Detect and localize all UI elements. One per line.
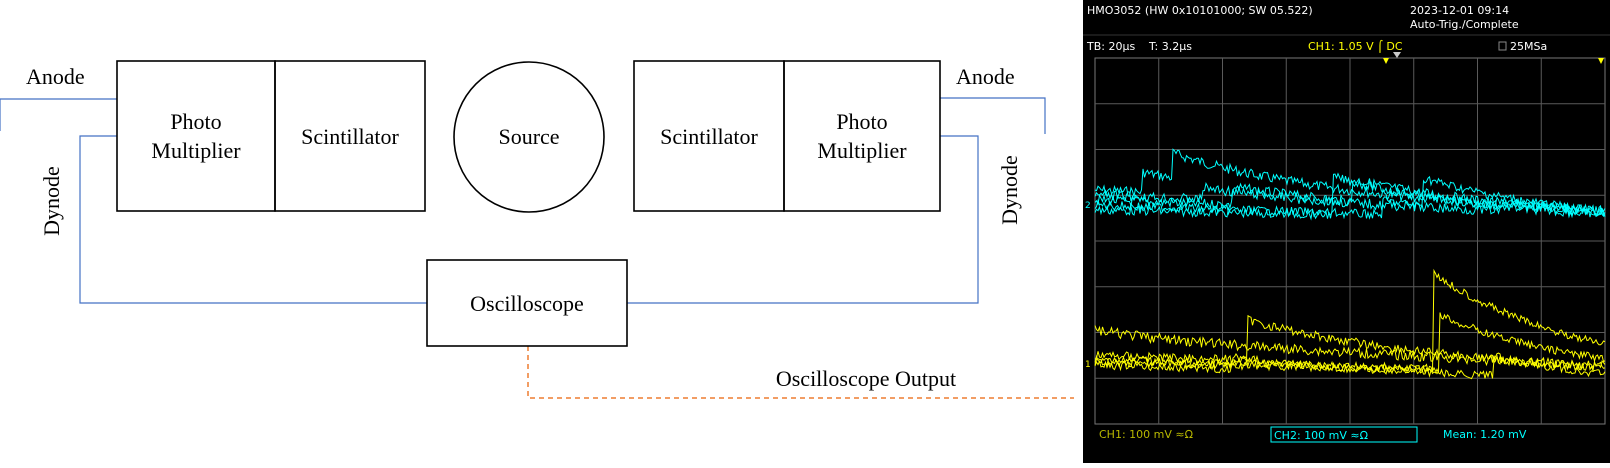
- left-photomultiplier-label-line1: Photo: [170, 109, 221, 134]
- ch2-scale-box: [1270, 426, 1418, 443]
- trigger-marker-right: [1598, 58, 1604, 64]
- oscilloscope-label: Oscilloscope: [470, 291, 584, 316]
- ch2-level-marker: 2: [1085, 201, 1091, 211]
- left-photomultiplier-label-line2: Multiplier: [151, 138, 241, 163]
- ch1-trace-d: [1094, 312, 1606, 375]
- right-dynode-wire: [627, 135, 979, 304]
- ch1-level-marker: 1: [1085, 360, 1091, 370]
- left-dynode-label: Dynode: [39, 166, 64, 236]
- right-anode-wire: [940, 97, 1046, 134]
- source-label: Source: [498, 124, 559, 149]
- right-scintillator-label: Scintillator: [660, 124, 758, 149]
- oscilloscope-box: [426, 259, 628, 347]
- source-circle: [453, 61, 605, 213]
- left-detector: [116, 60, 426, 212]
- left-dynode-wire: [79, 135, 427, 304]
- left-scintillator-label: Scintillator: [301, 124, 399, 149]
- mean-measurement-readout: Mean: 1.20 mV: [1443, 428, 1527, 441]
- scope-datetime-text: 2023-12-01 09:14: [1410, 4, 1509, 17]
- left-anode-wire: [0, 98, 117, 131]
- right-photomultiplier-label-line2: Multiplier: [817, 138, 907, 163]
- trigger-time-marker: [1393, 52, 1401, 58]
- oscilloscope-screenshot: HMO3052 (HW 0x10101000; SW 05.522) 2023-…: [1083, 0, 1610, 463]
- left-photomultiplier-box: [116, 60, 276, 212]
- waveform-traces: [1094, 148, 1606, 380]
- experimental-setup-diagram: Anode Anode Dynode Dynode Photo Multipli…: [0, 60, 1074, 399]
- ch1-trace-b: [1094, 314, 1606, 371]
- oscilloscope-display: HMO3052 (HW 0x10101000; SW 05.522) 2023-…: [1083, 0, 1610, 463]
- sample-rate-readout: 25MSa: [1510, 40, 1547, 53]
- right-photomultiplier-box: [783, 60, 941, 212]
- scope-status-text: Auto-Trig./Complete: [1410, 18, 1519, 31]
- ch1-trace-a: [1094, 325, 1606, 373]
- signal-wires: [0, 97, 1046, 304]
- trigger-info-readout: CH1: 1.05 V ⌠ DC: [1308, 40, 1403, 53]
- left-anode-label: Anode: [26, 64, 85, 89]
- ch2-trace-e: [1094, 181, 1606, 217]
- oscilloscope-output-label: Oscilloscope Output: [776, 366, 956, 391]
- scope-model-text: HMO3052 (HW 0x10101000; SW 05.522): [1087, 4, 1313, 17]
- scope-grid: [1094, 57, 1606, 425]
- left-scintillator-box: [274, 60, 426, 212]
- right-dynode-label: Dynode: [997, 155, 1022, 225]
- right-anode-label: Anode: [956, 64, 1015, 89]
- ch2-scale-readout: CH2: 100 mV ≈Ω: [1274, 429, 1369, 442]
- ch1-trace-e: [1094, 352, 1606, 380]
- right-photomultiplier-label-line1: Photo: [836, 109, 887, 134]
- trigger-position-marker: [1383, 58, 1389, 64]
- trigger-markers: [1383, 52, 1604, 64]
- oscilloscope-output-link: [527, 346, 1074, 399]
- timebase-readout: TB: 20µs: [1086, 40, 1135, 53]
- ch2-trace-d: [1094, 175, 1606, 220]
- right-detector: [633, 60, 941, 212]
- trigger-time-readout: T: 3.2µs: [1148, 40, 1192, 53]
- ch1-scale-readout: CH1: 100 mV ≈Ω: [1099, 428, 1194, 441]
- sample-rate-icon: [1498, 41, 1507, 51]
